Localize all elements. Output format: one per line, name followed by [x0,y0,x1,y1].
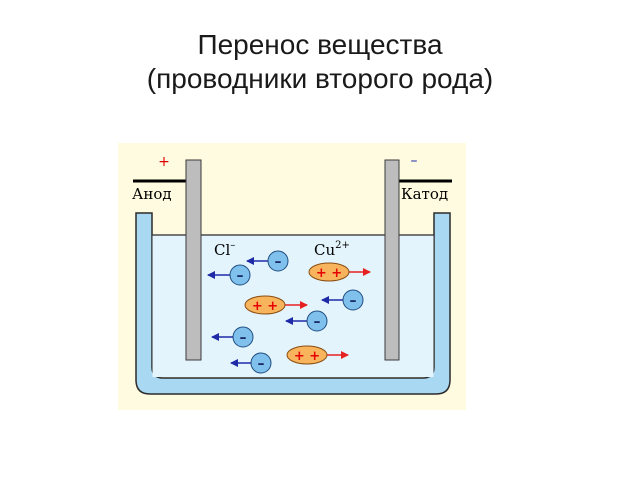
anion-sign: – [314,314,321,330]
cation-sign: + + [294,349,320,364]
anion-icon [342,289,364,311]
anode-label: Анод [132,185,172,203]
anion-icon [229,264,251,286]
anion-5: – [211,326,254,348]
anode-electrode [185,159,202,361]
anion-icon [250,352,272,374]
cation-icon [244,295,286,315]
anion-sign: – [237,268,244,284]
anion-sign: – [350,293,357,309]
cation-3: + + [286,345,349,365]
cathode-label: Катод [401,185,448,203]
anion-formula: Cl– [214,240,235,259]
cation-2: + + [244,295,308,315]
anode-sign: + [158,154,170,170]
cation-sign: + + [316,266,342,281]
anion-3: – [321,289,364,311]
anion-sign: – [275,254,282,270]
title-line-1: Перенос вещества [197,29,443,60]
electrolysis-diagram: + – Анод Катод Cl– Cu2+ – – – [118,143,466,410]
anion-icon [306,310,328,332]
anion-label: Cl [214,241,230,259]
cation-charge: 2+ [335,240,350,251]
slide-title: Перенос вещества (проводники второго род… [0,28,640,96]
anion-sign: – [258,356,265,372]
cation-sign: + + [252,299,278,314]
anion-icon [267,250,289,272]
cathode-electrode [384,159,400,361]
anion-2: – [207,264,251,286]
anion-icon [232,326,254,348]
anion-6: – [230,352,272,374]
cation-icon [286,345,328,365]
cation-icon [308,262,350,282]
cation-label: Cu [314,241,335,259]
cathode-sign: – [411,153,418,169]
cation-formula: Cu2+ [314,240,350,259]
anion-4: – [285,310,328,332]
cation-1: + + [308,262,371,282]
anion-sign: – [240,330,247,346]
anion-1: – [246,250,289,272]
anion-charge: – [230,240,235,251]
title-line-2: (проводники второго рода) [146,63,494,94]
